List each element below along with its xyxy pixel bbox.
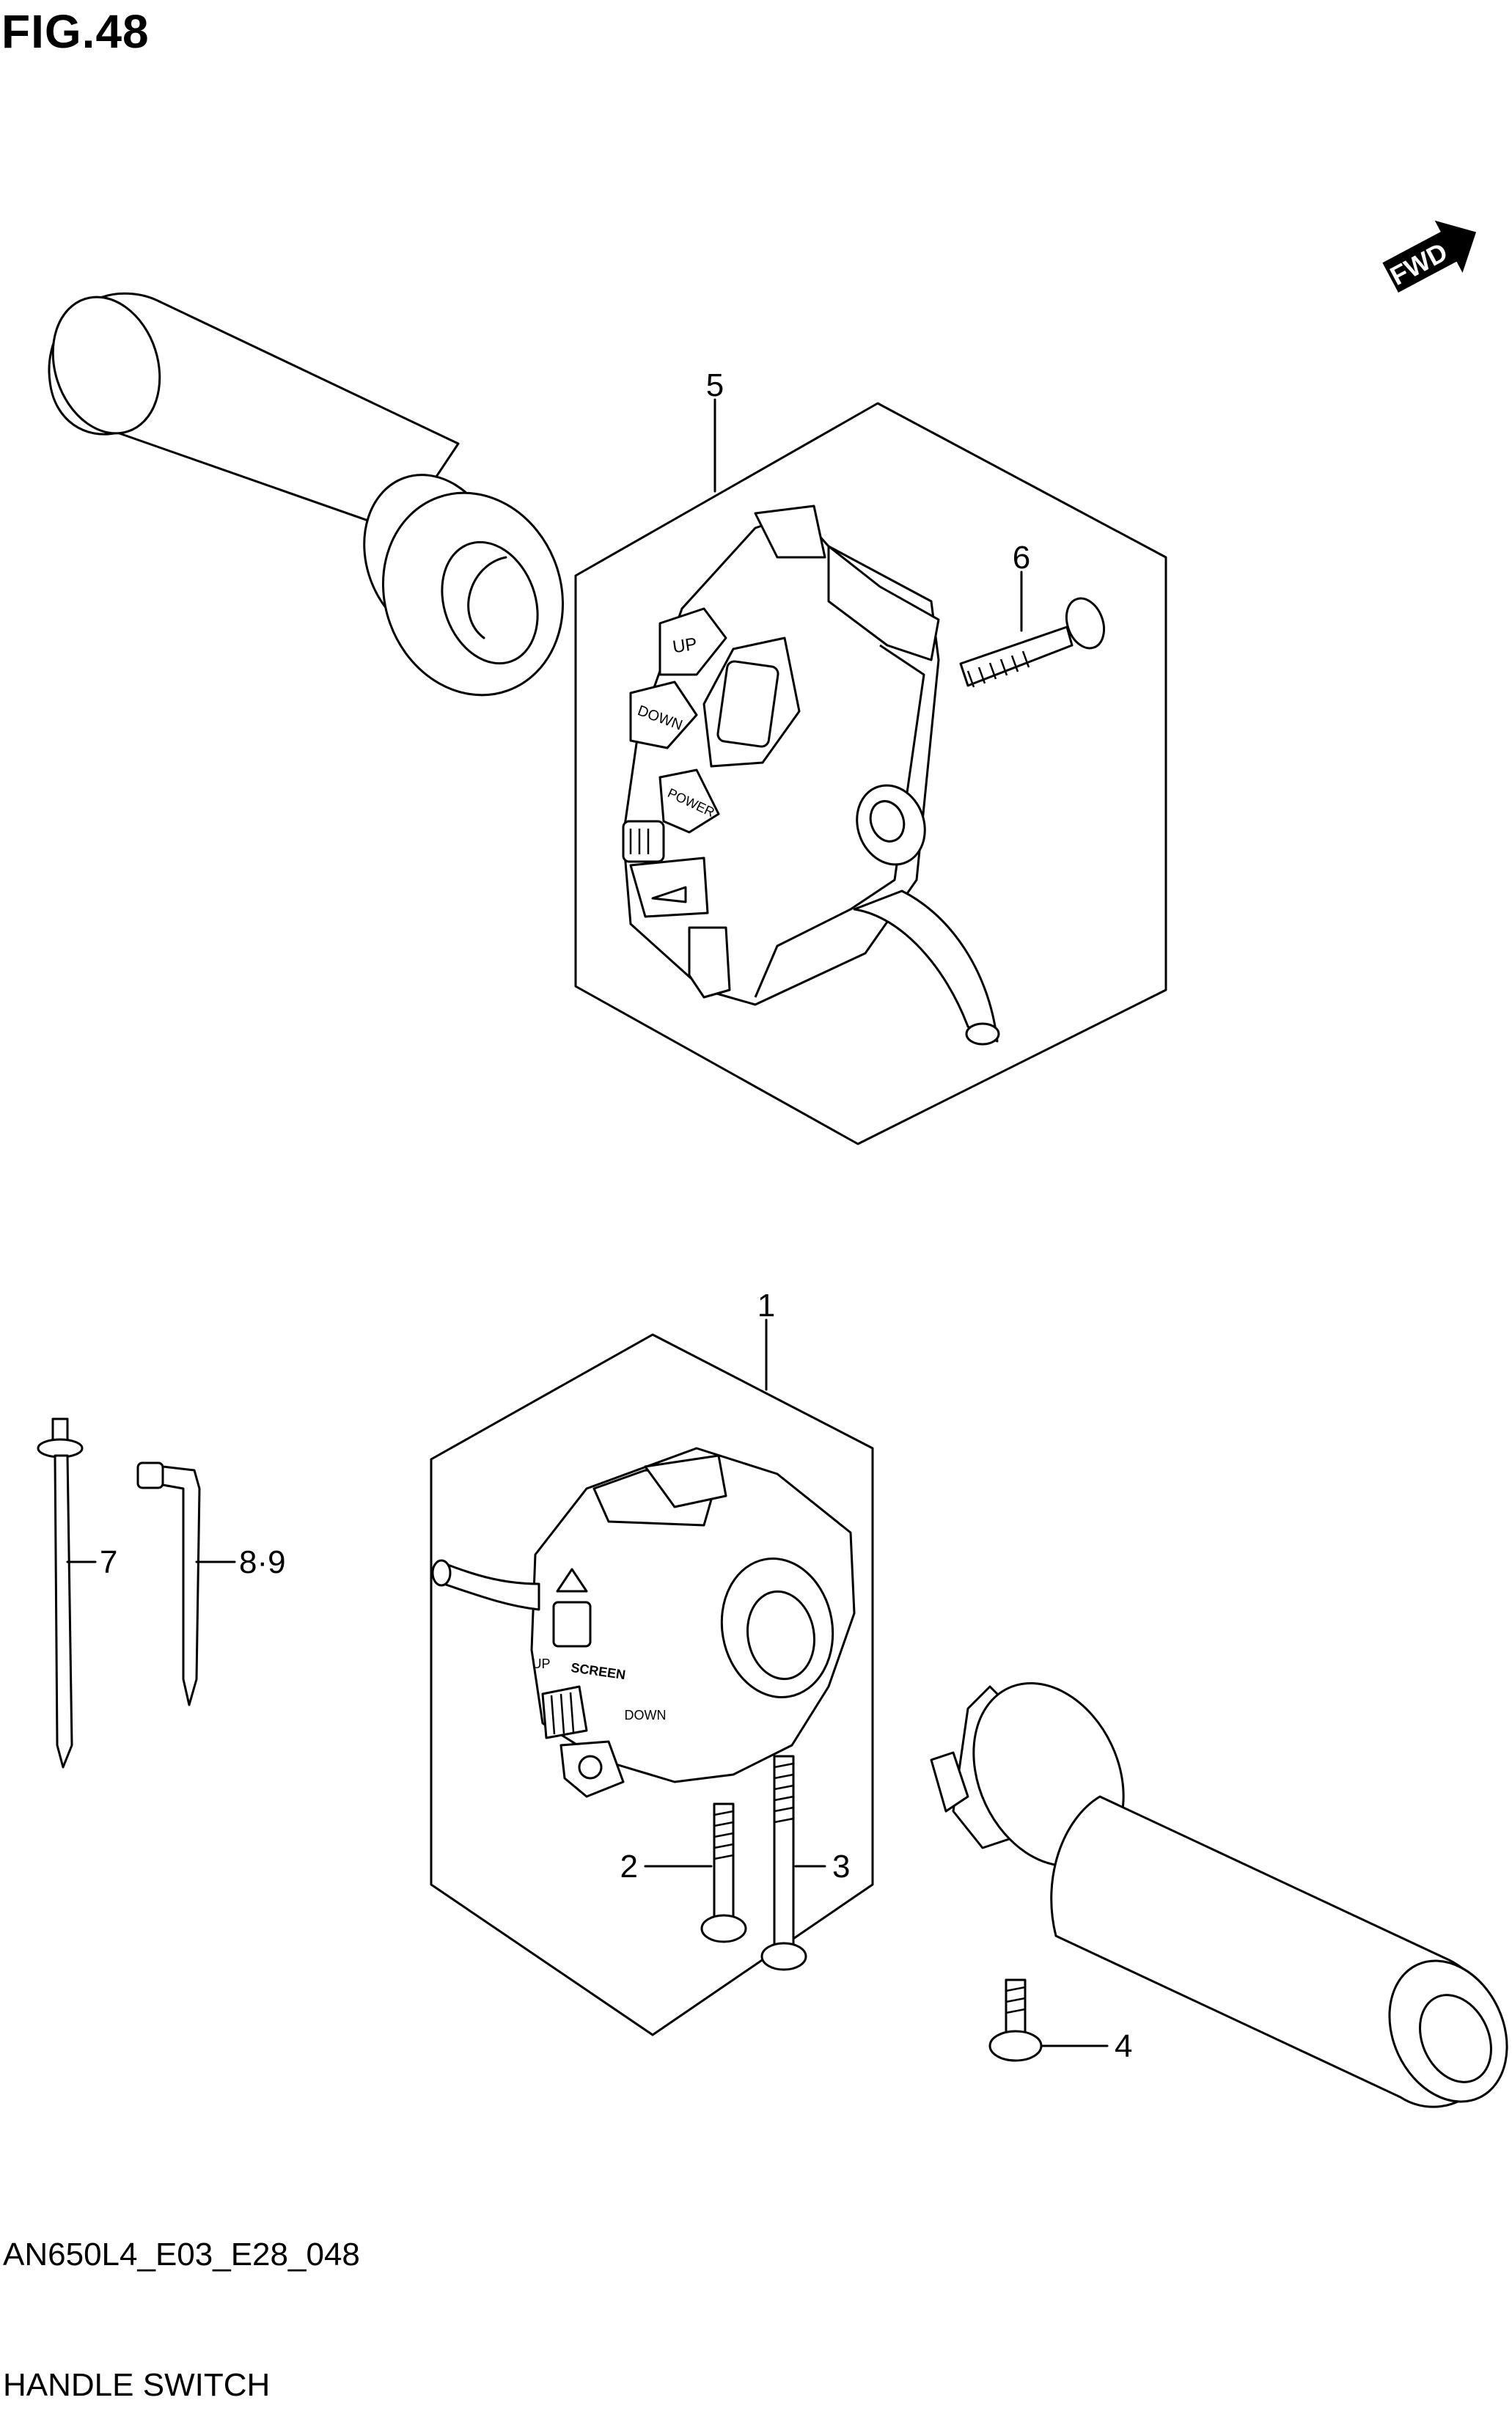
screw-3 xyxy=(760,1755,807,1971)
switch-assembly-5-box xyxy=(574,402,1167,1145)
callout-8-9: 8·9 xyxy=(239,1544,286,1580)
label-up: UP xyxy=(672,634,699,657)
figure-code: AN650L4_E03_E28_048 xyxy=(3,2237,360,2272)
callout-2: 2 xyxy=(620,1849,638,1885)
callout-7: 7 xyxy=(100,1544,117,1580)
right-grip xyxy=(930,1682,1508,2108)
cable-tie-7 xyxy=(37,1417,84,1769)
callout-6: 6 xyxy=(1013,540,1030,576)
callout-1: 1 xyxy=(757,1288,775,1324)
right-switch-housing: UP DOWN POWER xyxy=(622,505,1000,1046)
screw-6 xyxy=(959,597,1106,688)
callout-5: 5 xyxy=(706,367,724,403)
figure-name: HANDLE SWITCH xyxy=(3,2367,271,2403)
cable-tie-8-9 xyxy=(136,1461,201,1706)
label-left-up: UP xyxy=(532,1657,550,1671)
switch-assembly-1-box xyxy=(430,1333,874,2036)
screw-2 xyxy=(700,1802,747,1943)
callout-4: 4 xyxy=(1115,2028,1132,2064)
left-grip xyxy=(48,292,565,697)
screw-4 xyxy=(988,1978,1043,2062)
left-switch-housing: SCREEN UP DOWN xyxy=(431,1447,856,1798)
figure-title: FIG.48 xyxy=(1,5,150,58)
callout-3: 3 xyxy=(832,1849,850,1885)
label-left-down: DOWN xyxy=(625,1708,667,1723)
forward-arrow-icon: FWD xyxy=(1382,220,1477,293)
